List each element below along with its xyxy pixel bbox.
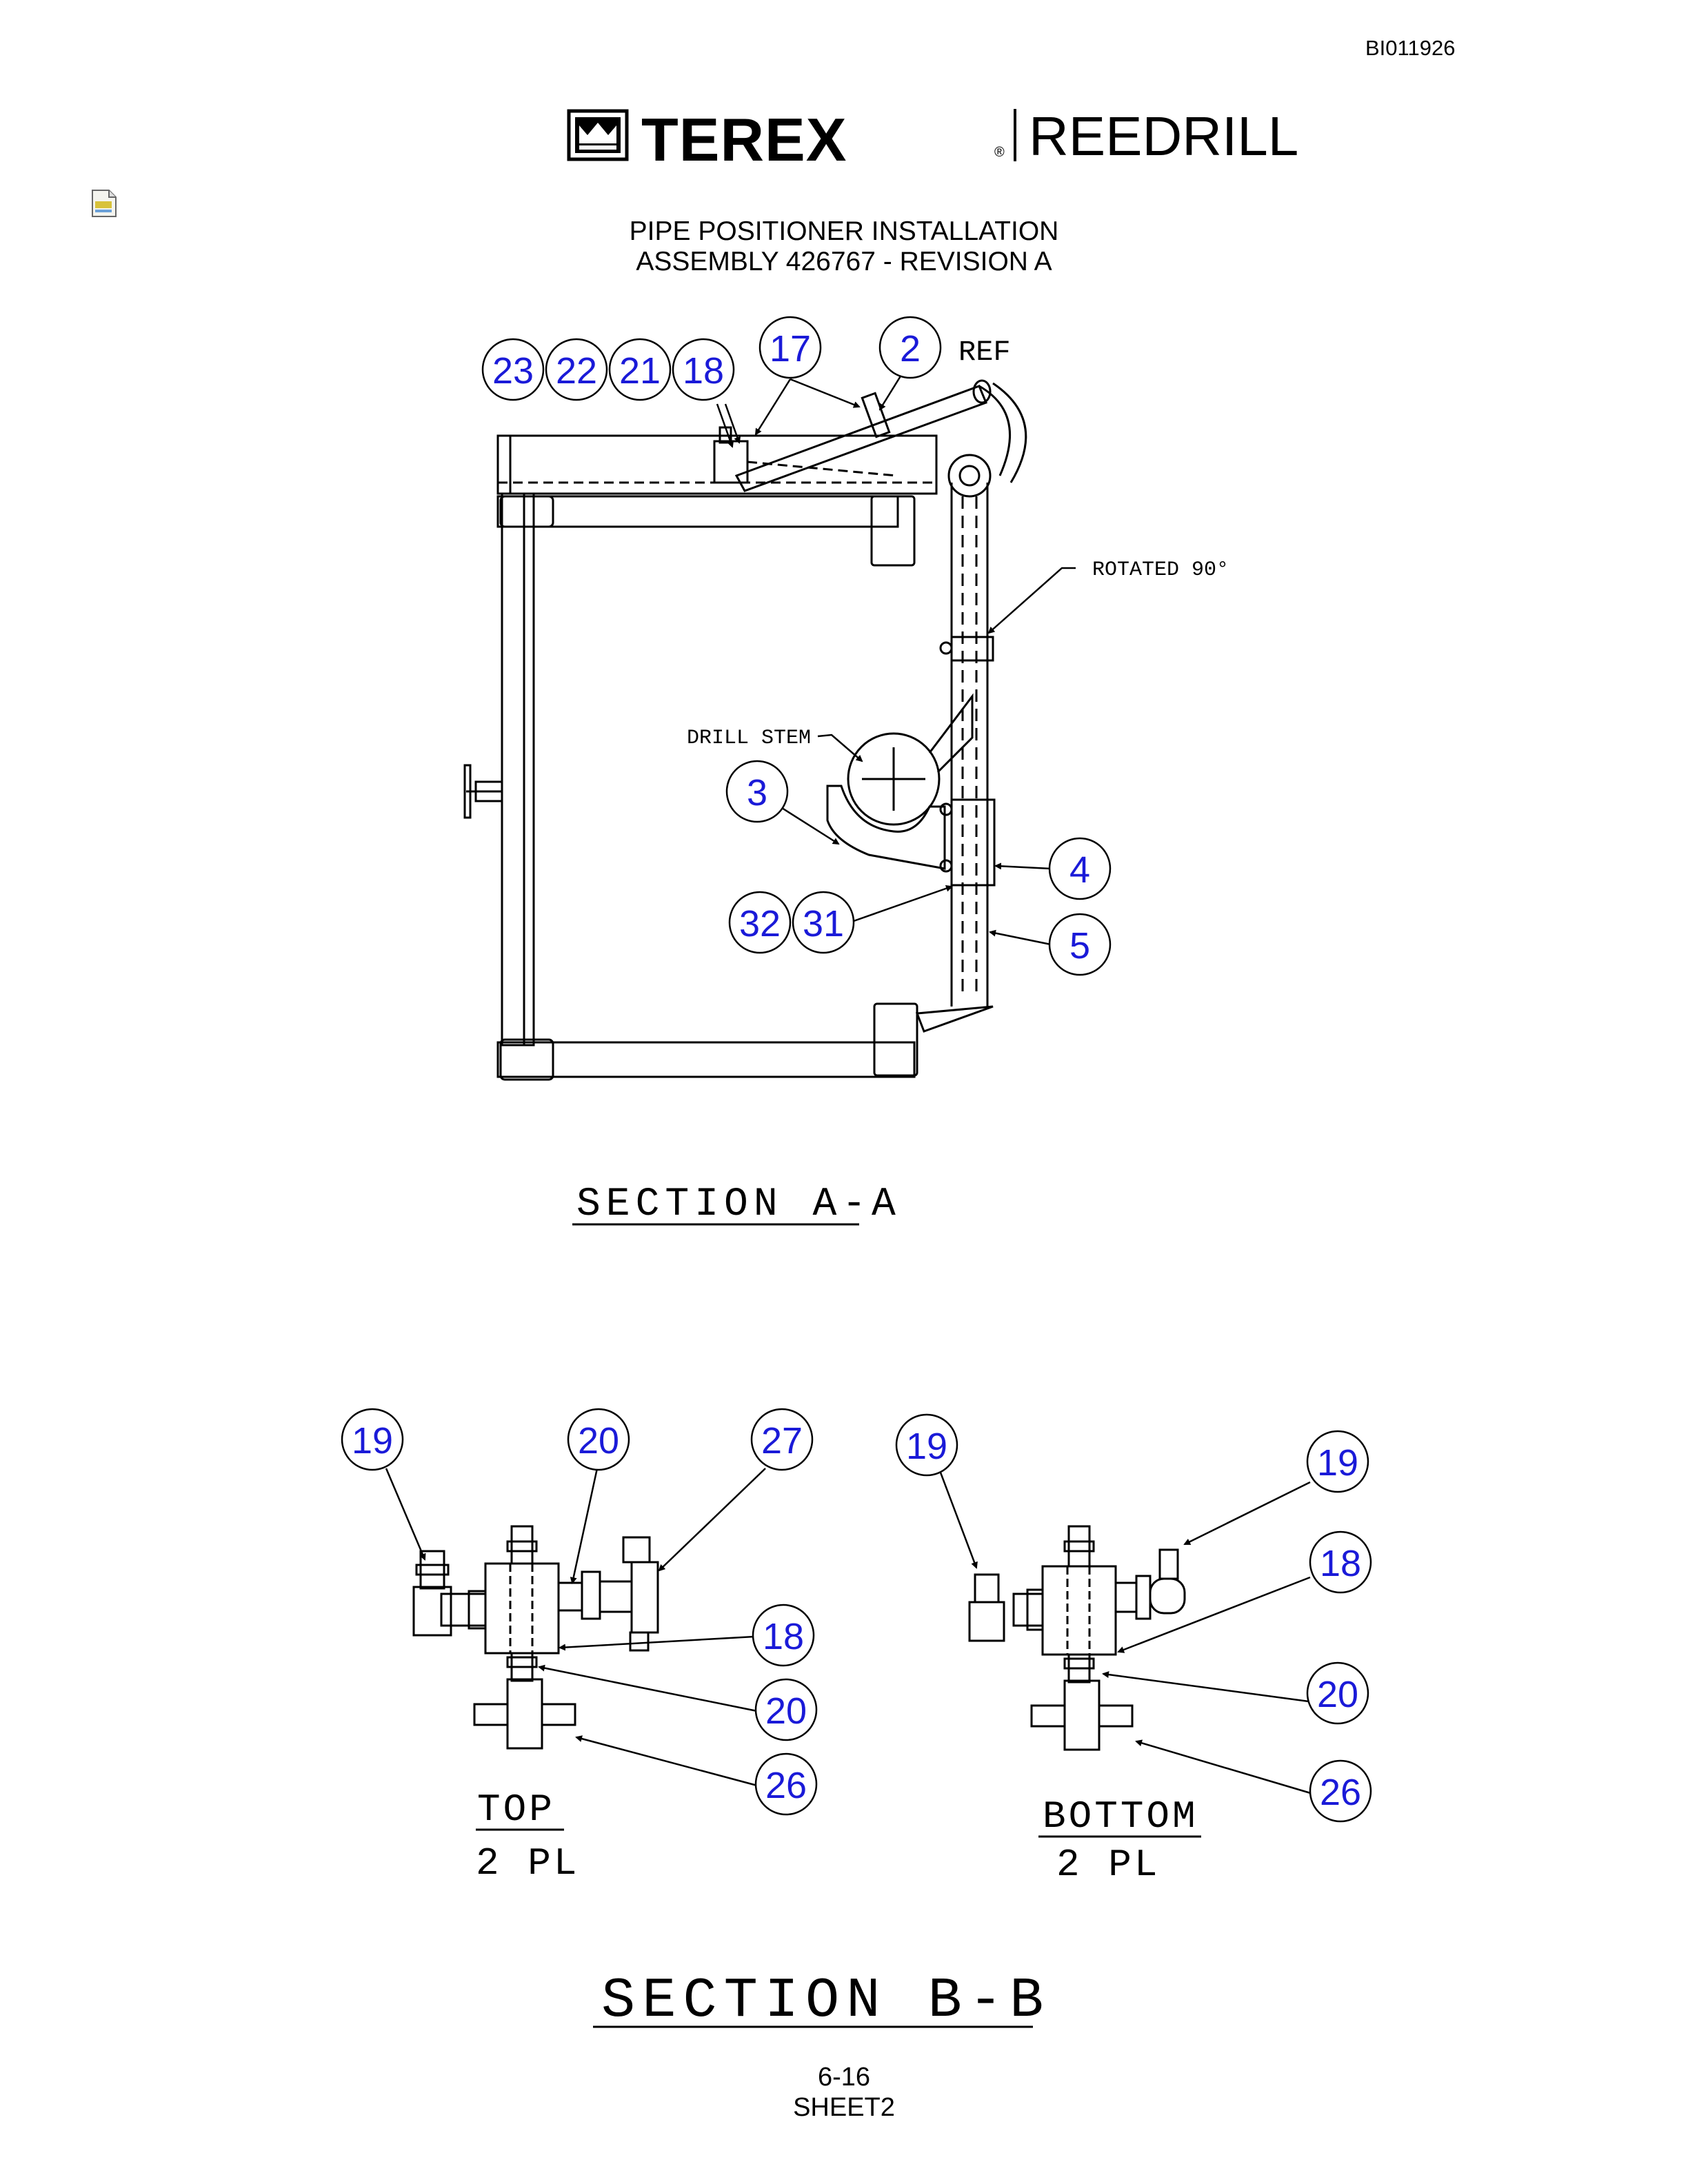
sheet-number: SHEET2 <box>793 2093 895 2122</box>
top-qty: 2 PL <box>476 1841 579 1885</box>
section-b-caption: SECTION B-B <box>601 1969 1050 2033</box>
callout-label: 18 <box>683 350 724 392</box>
callout: 4 <box>1048 837 1112 900</box>
rotated-label: ROTATED 90° <box>1092 558 1229 582</box>
callout: 27 <box>750 1408 814 1471</box>
section-a-leaders <box>716 369 1076 946</box>
top-label: TOP <box>477 1788 555 1832</box>
title-line-1: PIPE POSITIONER INSTALLATION <box>629 216 1059 246</box>
callout-label: 18 <box>1320 1543 1361 1584</box>
callout-label: 4 <box>1069 849 1090 891</box>
brand-name: TEREX <box>641 105 847 174</box>
callout: 2 <box>878 316 942 379</box>
file-icon[interactable] <box>91 189 117 218</box>
section-a-caption: SECTION A-A <box>576 1182 901 1227</box>
callout-label: 19 <box>352 1420 393 1462</box>
callout: 31 <box>792 891 855 954</box>
callout-label: 22 <box>556 350 597 392</box>
callout: 17 <box>758 316 822 379</box>
drill-stem-label: DRILL STEM <box>687 727 811 750</box>
callout: 26 <box>1309 1759 1372 1823</box>
document-id: BI011926 <box>1365 36 1456 60</box>
callout: 26 <box>754 1752 818 1816</box>
callout: 5 <box>1048 913 1112 976</box>
page-number: 6-16 <box>817 2063 871 2092</box>
callout-label: 20 <box>578 1420 619 1462</box>
callout-label: 17 <box>770 328 811 370</box>
section-b-bottom-leaders <box>939 1472 1314 1795</box>
section-b-top-valve <box>412 1525 659 1750</box>
callout-label: 27 <box>761 1420 803 1462</box>
callout-label: 26 <box>765 1765 807 1806</box>
callout-label: 31 <box>803 903 844 944</box>
callout: 19 <box>1306 1430 1369 1493</box>
bottom-label: BOTTOM <box>1043 1794 1198 1839</box>
brand-sub: REEDRILL <box>1029 105 1299 167</box>
callout: 18 <box>672 338 735 401</box>
callout-label: 20 <box>1317 1674 1358 1715</box>
callout: 23 <box>481 338 545 401</box>
callout-label: 32 <box>739 903 781 944</box>
callout: 20 <box>1306 1661 1369 1725</box>
crown-logo-icon <box>567 109 629 161</box>
section-b-bottom-valve <box>968 1525 1186 1751</box>
callout-label: 20 <box>765 1690 807 1732</box>
callout-label: 23 <box>492 350 534 392</box>
callout: 20 <box>754 1678 818 1741</box>
callout: 3 <box>725 760 789 823</box>
callout: 32 <box>728 891 792 954</box>
callout: 20 <box>567 1408 630 1471</box>
bottom-qty: 2 PL <box>1056 1843 1160 1887</box>
callout-label: 3 <box>747 772 767 813</box>
terex-reedrill-logo: TEREX ® REEDRILL <box>567 105 1298 174</box>
callout-label: 26 <box>1320 1772 1361 1813</box>
callout-label: 2 <box>900 328 921 370</box>
callout-label: 21 <box>619 350 661 392</box>
callout-label: 19 <box>906 1426 947 1467</box>
callout: 18 <box>1309 1530 1372 1594</box>
callout: 18 <box>752 1604 815 1667</box>
section-a-frame <box>463 379 1027 1081</box>
callout: 19 <box>341 1408 404 1471</box>
callout-label: 18 <box>763 1616 804 1657</box>
callout: 22 <box>545 338 608 401</box>
callout-label: 19 <box>1317 1442 1358 1484</box>
logo-divider <box>1014 109 1016 161</box>
registered-mark: ® <box>994 145 1005 160</box>
ref-label: REF <box>958 336 1011 369</box>
title-line-2: ASSEMBLY 426767 - REVISION A <box>636 247 1052 276</box>
callout-label: 5 <box>1069 925 1090 967</box>
callout: 19 <box>895 1413 958 1477</box>
section-b-top-leaders <box>385 1468 766 1787</box>
callout: 21 <box>608 338 672 401</box>
